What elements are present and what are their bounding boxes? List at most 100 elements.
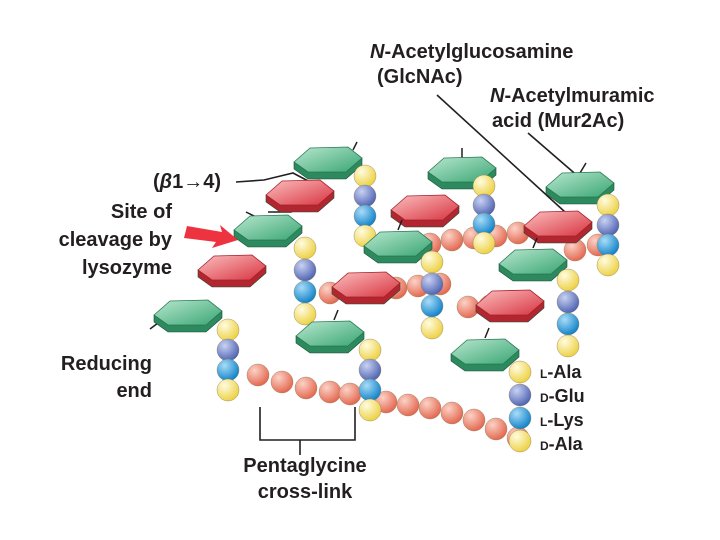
alanine-bead: [556, 334, 580, 358]
bond-label: (β1→4): [153, 171, 221, 193]
glcnac-sugar: [233, 211, 303, 248]
glcnac-leader: [436, 94, 566, 213]
murnac-label-line1: N-Acetylmuramic: [490, 85, 655, 107]
alanine-bead: [472, 231, 496, 255]
glcnac-sugar: [295, 309, 365, 354]
glutamate-bead: [216, 338, 240, 362]
alanine-bead: [596, 253, 620, 277]
glycine-bead: [440, 401, 464, 425]
substituent-stub: [579, 162, 587, 174]
glcnac-sugar: [149, 299, 223, 333]
glycine-bead: [338, 382, 362, 406]
glycine-bead: [484, 417, 508, 441]
murnac-sugar: [390, 194, 460, 228]
murnac-sugar: [265, 179, 335, 213]
alanine-bead: [420, 316, 444, 340]
glcnac-sugar: [450, 327, 520, 372]
sugar-ring-face: [295, 320, 365, 347]
glycine-bead: [418, 396, 442, 420]
lysine-bead: [293, 280, 317, 304]
crosslink-label-line1: Pentaglycine: [243, 455, 366, 477]
alanine-bead: [472, 174, 496, 198]
peptide-key: L-Ala D-Glu L-Lys D-Ala: [540, 362, 585, 454]
lysine-bead: [508, 406, 532, 430]
lysine-bead: [353, 204, 377, 228]
substituent-stub: [397, 219, 403, 231]
lysine-bead: [216, 358, 240, 382]
glcnac-sugar: [545, 162, 615, 205]
sugar-ring-face: [331, 271, 401, 298]
crosslink-label-line2: cross-link: [258, 481, 353, 503]
glycine-bead: [246, 363, 270, 387]
substituent-stub: [532, 237, 538, 249]
key-d-ala: D-Ala: [540, 434, 584, 454]
sugar-ring-face: [498, 248, 568, 275]
cleavage-label-line1: Site of: [111, 201, 172, 223]
alanine-bead: [556, 268, 580, 292]
glutamate-bead: [293, 258, 317, 282]
glcnac-label-line1: N-Acetylglucosamine: [370, 41, 573, 63]
sugar-ring-face: [475, 289, 545, 316]
lysine-bead: [420, 294, 444, 318]
sugar-ring-face: [363, 230, 433, 257]
glutamate-bead: [420, 272, 444, 296]
alanine-bead: [358, 398, 382, 422]
murnac-leader: [527, 132, 581, 179]
alanine-bead: [508, 360, 532, 384]
sugar-ring-face: [233, 214, 303, 241]
substituent-stub: [484, 327, 490, 339]
alanine-bead: [596, 193, 620, 217]
cleavage-label-line3: lysozyme: [82, 257, 172, 279]
alanine-bead: [420, 250, 444, 274]
alanine-bead: [508, 429, 532, 453]
murnac-sugar: [331, 271, 401, 305]
glutamate-bead: [508, 383, 532, 407]
glutamate-bead: [472, 193, 496, 217]
key-l-ala: L-Ala: [540, 362, 582, 382]
alanine-bead: [353, 164, 377, 188]
glutamate-bead: [358, 358, 382, 382]
lysine-bead: [472, 212, 496, 236]
glycan-strands: [149, 141, 620, 453]
sugar-ring-face: [265, 179, 335, 206]
sugar-ring-face: [523, 210, 593, 237]
reducing-end-label-line1: Reducing: [61, 353, 152, 375]
lysine-bead: [358, 378, 382, 402]
glycine-bead: [396, 393, 420, 417]
sugar-ring-face: [293, 146, 363, 173]
sugar-ring-face: [427, 156, 497, 183]
murnac-sugar: [197, 254, 267, 288]
sugar-ring-face: [153, 299, 223, 326]
reducing-end-label-line2: end: [116, 380, 152, 402]
glcnac-sugar: [498, 237, 568, 282]
substituent-stub: [352, 141, 358, 151]
alanine-bead: [216, 318, 240, 342]
glycine-bead: [440, 228, 464, 252]
glycine-bead: [270, 370, 294, 394]
glutamate-bead: [596, 213, 620, 237]
glcnac-sugar: [293, 141, 363, 180]
key-l-lys: L-Lys: [540, 410, 584, 430]
glcnac-sugar: [363, 219, 433, 264]
alanine-bead: [358, 338, 382, 362]
sugar-ring-face: [450, 338, 520, 365]
lysine-bead: [556, 312, 580, 336]
alanine-bead: [216, 378, 240, 402]
sugar-ring-face: [545, 171, 615, 198]
labels: N-Acetylglucosamine (GlcNAc) N-Acetylmur…: [59, 41, 655, 503]
murnac-label-line2: acid (Mur2Ac): [492, 110, 624, 132]
alanine-bead: [293, 236, 317, 260]
crosslink-bracket: [259, 407, 356, 455]
glcnac-label-line2: (GlcNAc): [377, 66, 463, 88]
glycine-bead: [318, 380, 342, 404]
sugar-ring-face: [197, 254, 267, 281]
alanine-bead: [293, 302, 317, 326]
key-d-glu: D-Glu: [540, 386, 585, 406]
sugar-ring-face: [390, 194, 460, 221]
lysozyme-arrow: [184, 225, 238, 248]
cleavage-label-line2: cleavage by: [59, 229, 173, 251]
glycine-bead: [462, 408, 486, 432]
glutamate-bead: [556, 290, 580, 314]
glutamate-bead: [353, 184, 377, 208]
